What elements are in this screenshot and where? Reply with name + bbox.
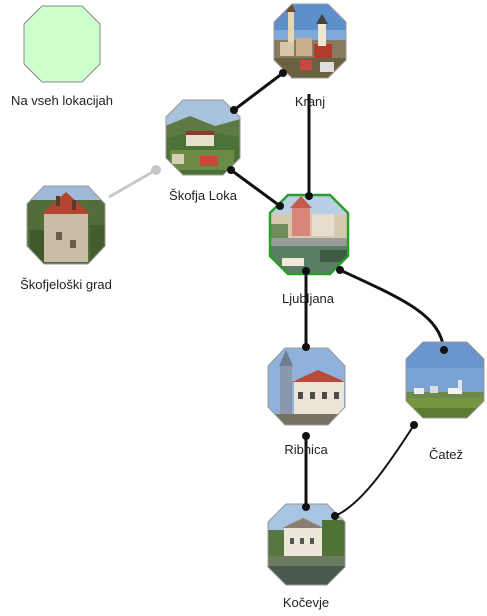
edge-dot bbox=[276, 202, 284, 210]
edge-catez-kocevje[interactable] bbox=[334, 424, 415, 517]
edges bbox=[108, 71, 446, 517]
edge-grad-skofja[interactable] bbox=[108, 168, 157, 199]
edge-dot bbox=[302, 267, 310, 275]
edge-dot bbox=[279, 69, 287, 77]
edge-skofja-ljubljana[interactable] bbox=[230, 168, 281, 208]
node-kranj[interactable] bbox=[270, 0, 350, 80]
label-ljubljana: Ljubljana bbox=[281, 291, 335, 306]
edge-dot bbox=[302, 503, 310, 511]
edge-skofja-kranj[interactable] bbox=[233, 71, 284, 112]
node-skofja-loka[interactable] bbox=[160, 96, 244, 178]
label-skofja-loka: Škofja Loka bbox=[169, 188, 237, 203]
edge-dot bbox=[336, 266, 344, 274]
edge-ljubljana-catez[interactable] bbox=[339, 268, 446, 351]
label-all-locations: Na vseh lokacijah bbox=[11, 93, 113, 108]
edge-dot bbox=[440, 346, 448, 354]
label-catez: Čatež bbox=[429, 447, 463, 462]
skofjeloski-grad-photo bbox=[27, 186, 105, 264]
label-skofjeloski-grad: Škofjeloški grad bbox=[20, 277, 112, 292]
label-ribnica: Ribnica bbox=[284, 442, 328, 457]
edge-dot bbox=[305, 192, 313, 200]
skofja-loka-photo bbox=[166, 100, 240, 175]
edge-dot bbox=[227, 166, 235, 174]
node-catez[interactable] bbox=[402, 338, 487, 422]
edge-dot bbox=[331, 512, 339, 520]
edge-endpoints bbox=[151, 69, 448, 520]
node-all-locations[interactable] bbox=[23, 5, 101, 83]
edge-dot bbox=[230, 106, 238, 114]
edge-dot bbox=[410, 421, 418, 429]
label-kocevje: Kočevje bbox=[282, 595, 330, 610]
edge-dot bbox=[302, 432, 310, 440]
edge-dot bbox=[151, 165, 161, 175]
node-skofjeloski-grad[interactable] bbox=[24, 182, 109, 267]
all-locations-octagon[interactable] bbox=[23, 5, 101, 83]
node-ribnica[interactable] bbox=[264, 344, 349, 429]
edge-dot bbox=[302, 343, 310, 351]
label-kranj: Kranj bbox=[294, 94, 326, 109]
ribnica-photo bbox=[268, 348, 345, 425]
